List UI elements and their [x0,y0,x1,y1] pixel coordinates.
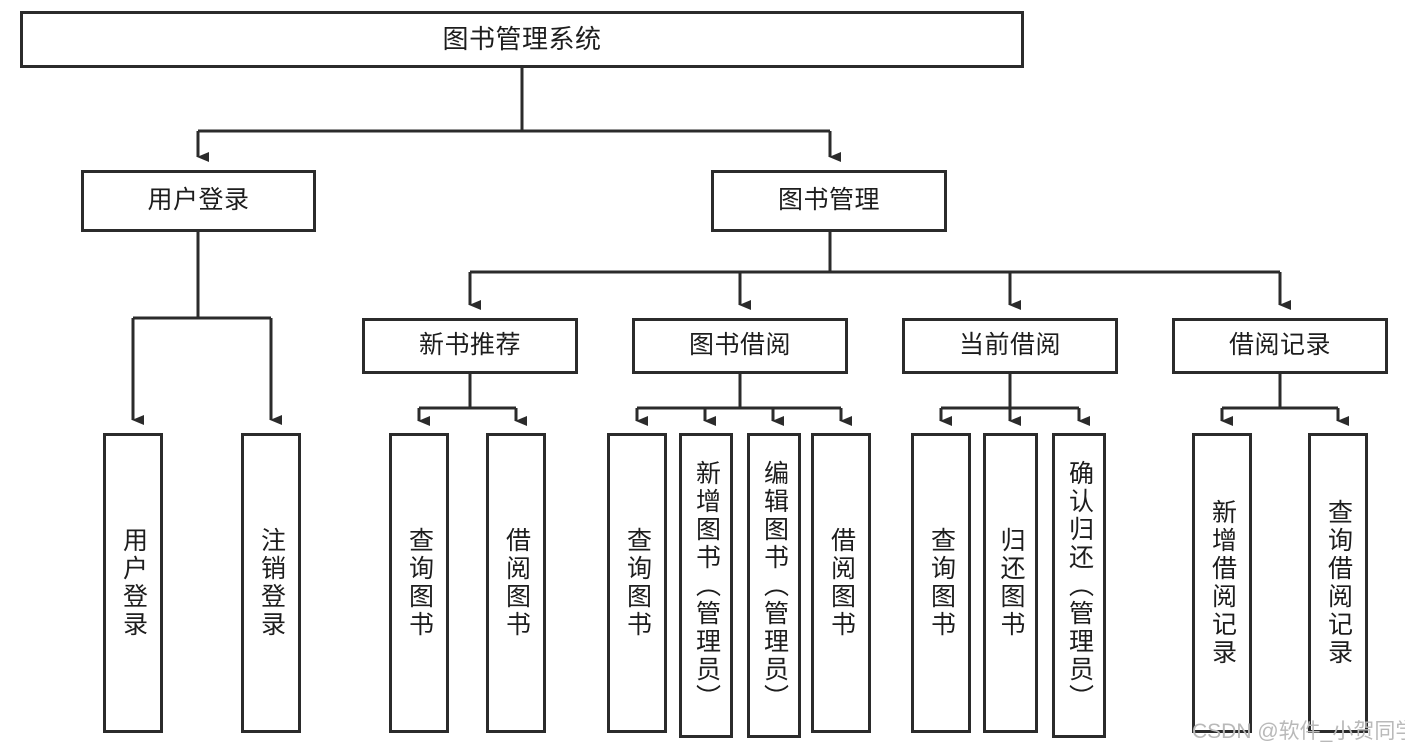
leaf-add-borrow-record-label: 新增借阅记录 [1208,499,1237,667]
leaf-query-book-newbook-label: 查询图书 [405,527,434,639]
leaf-add-book-admin[interactable]: 新增图书（管理员） [679,433,733,738]
leaf-add-book-admin-label: 新增图书（管理员） [692,459,721,712]
leaf-confirm-return-admin[interactable]: 确认归还（管理员） [1052,433,1106,738]
leaf-query-book-newbook[interactable]: 查询图书 [389,433,449,733]
leaf-borrow-book-label: 借阅图书 [827,527,856,639]
leaf-return-book-label: 归还图书 [997,527,1025,639]
leaf-edit-book-admin[interactable]: 编辑图书（管理员） [747,433,801,738]
node-new-book-recommend[interactable]: 新书推荐 [362,318,578,374]
leaf-borrow-book-newbook[interactable]: 借阅图书 [486,433,546,733]
leaf-borrow-book[interactable]: 借阅图书 [811,433,871,733]
node-borrow-records[interactable]: 借阅记录 [1172,318,1388,374]
node-current-borrow[interactable]: 当前借阅 [902,318,1118,374]
node-user-login-label: 用户登录 [147,186,250,215]
leaf-edit-book-admin-label: 编辑图书（管理员） [760,459,789,712]
leaf-query-book-current-label: 查询图书 [927,527,956,639]
node-user-login[interactable]: 用户登录 [81,170,316,232]
leaf-add-borrow-record[interactable]: 新增借阅记录 [1192,433,1252,733]
leaf-borrow-book-newbook-label: 借阅图书 [502,527,531,639]
leaf-user-login-label: 用户登录 [119,527,148,639]
leaf-query-borrow-record[interactable]: 查询借阅记录 [1308,433,1368,733]
leaf-confirm-return-admin-label: 确认归还（管理员） [1065,459,1094,712]
leaf-query-borrow-record-label: 查询借阅记录 [1324,499,1353,667]
node-new-book-recommend-label: 新书推荐 [418,331,521,360]
leaf-logout-label: 注销登录 [257,527,286,639]
node-borrow-records-label: 借阅记录 [1228,331,1331,360]
node-book-borrow[interactable]: 图书借阅 [632,318,848,374]
leaf-query-book-borrow-label: 查询图书 [623,527,652,639]
node-book-borrow-label: 图书借阅 [688,331,791,360]
node-book-management-label: 图书管理 [777,186,880,215]
csdn-watermark: CSDN @软件_小贺同学 [1192,720,1405,743]
leaf-query-book-current[interactable]: 查询图书 [911,433,971,733]
node-current-borrow-label: 当前借阅 [958,331,1061,360]
leaf-user-login[interactable]: 用户登录 [103,433,163,733]
leaf-logout[interactable]: 注销登录 [241,433,301,733]
node-book-management[interactable]: 图书管理 [711,170,947,232]
node-root-label: 图书管理系统 [442,24,602,55]
node-root[interactable]: 图书管理系统 [20,11,1024,68]
leaf-query-book-borrow[interactable]: 查询图书 [607,433,667,733]
leaf-return-book[interactable]: 归还图书 [983,433,1038,733]
